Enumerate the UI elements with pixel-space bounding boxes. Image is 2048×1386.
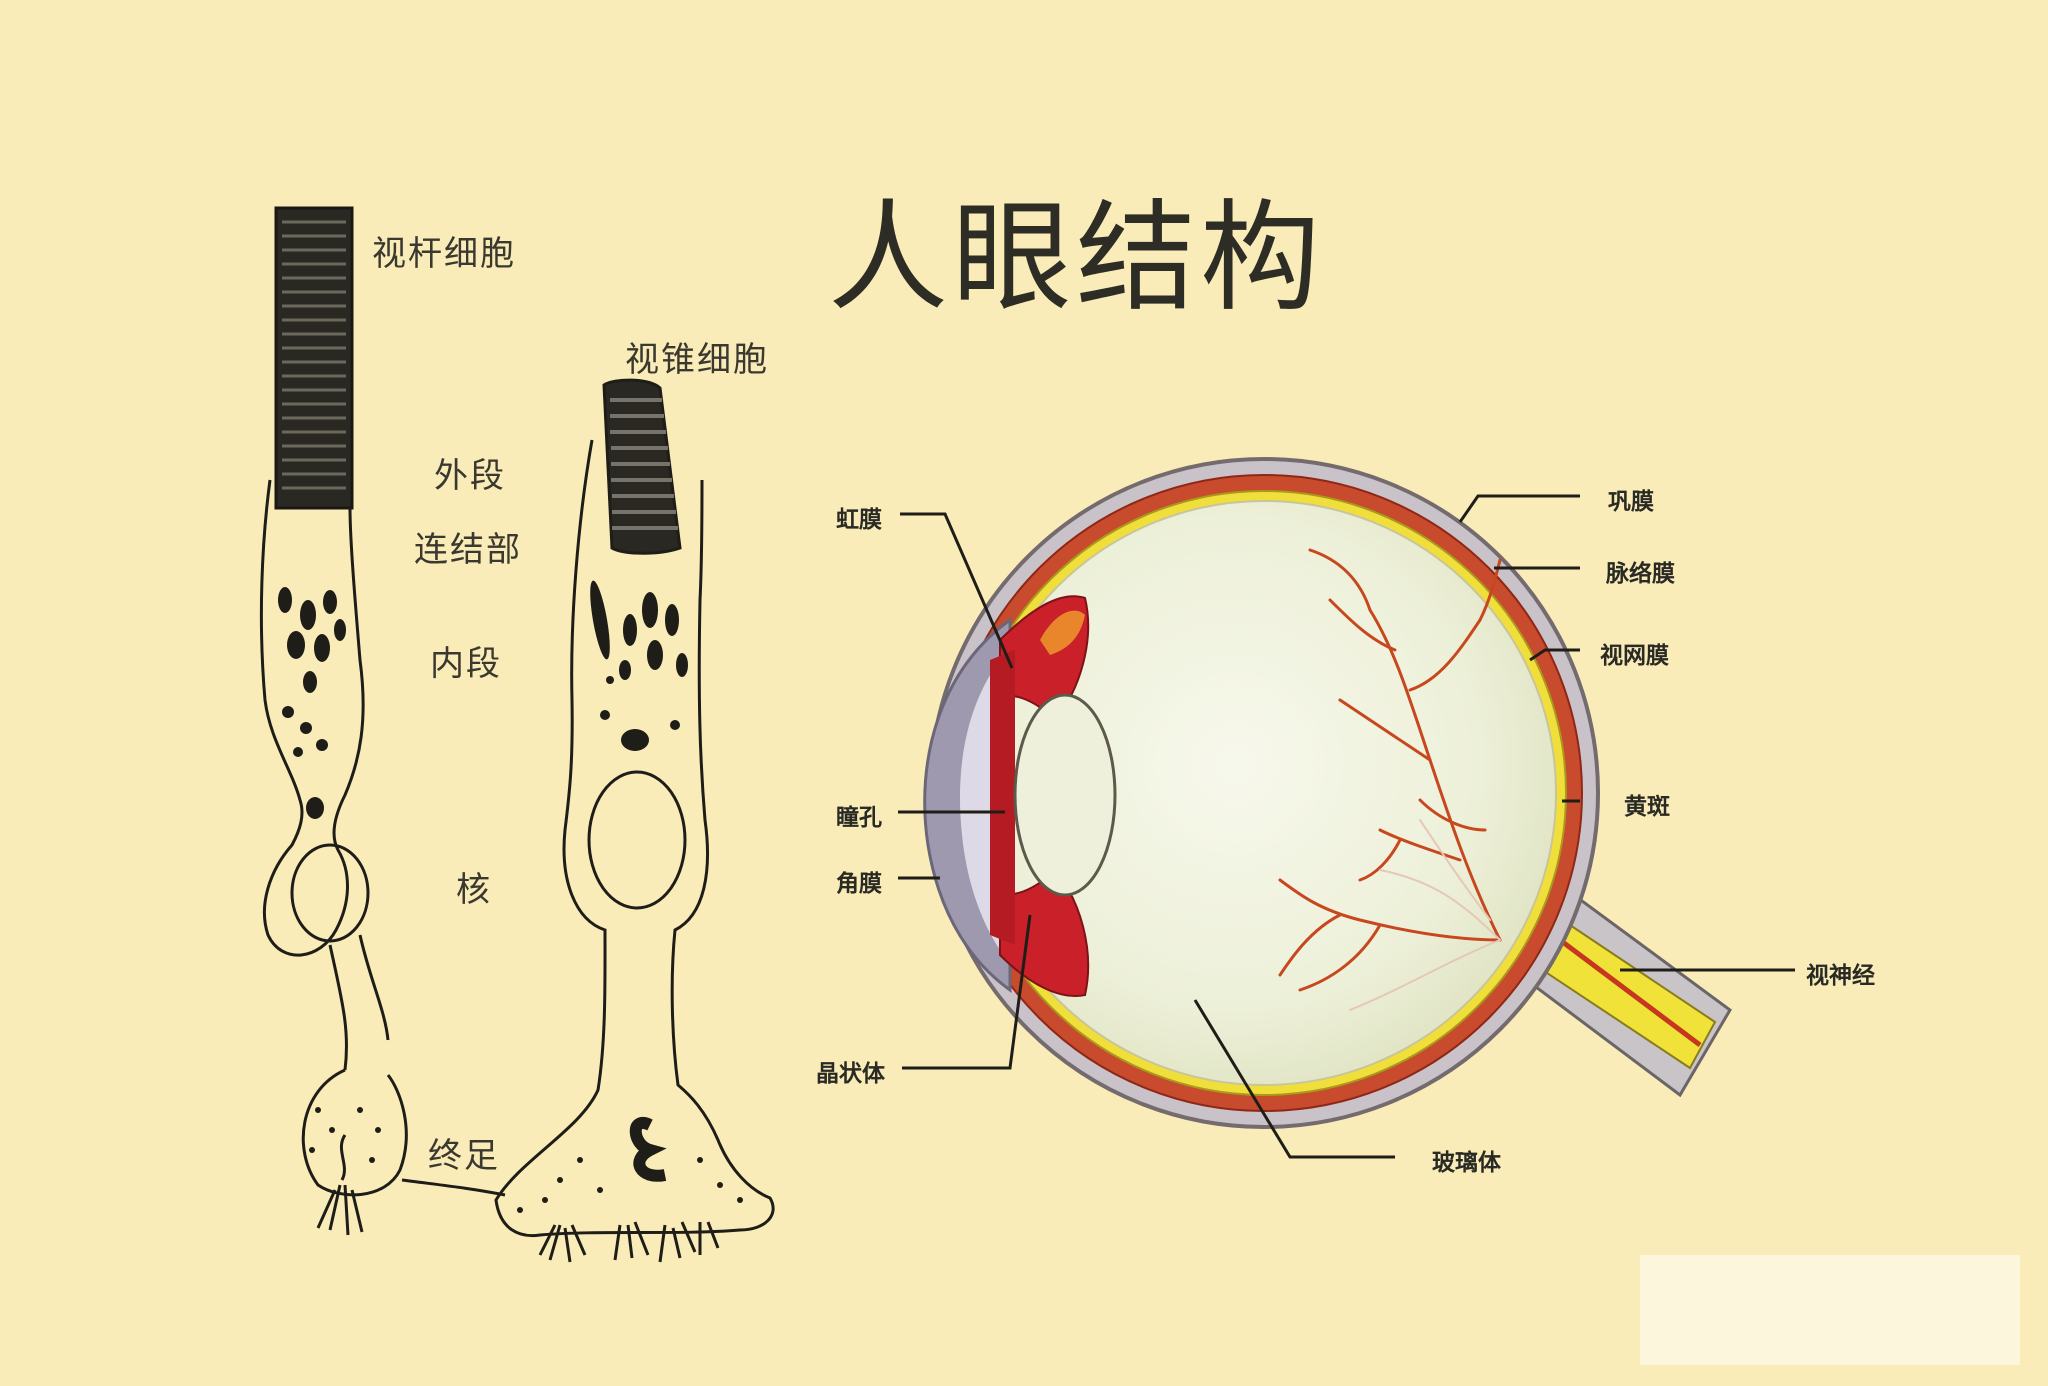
rod-nucleus [290, 843, 370, 943]
label-sclera: 巩膜 [1608, 488, 1654, 514]
rod-terminal [301, 1068, 408, 1197]
rod-body-outline [259, 479, 365, 957]
label-lens: 晶状体 [816, 1060, 885, 1086]
rod-outer-segment [274, 206, 354, 510]
watermark-patch [1640, 1255, 2020, 1365]
label-nucleus: 核 [456, 870, 492, 910]
rod-cell-drawing [259, 206, 408, 1236]
iris-lower [999, 868, 1090, 997]
connecting-fiber [401, 1178, 506, 1197]
cone-outer-segment [602, 378, 682, 555]
label-rod-cell: 视杆细胞 [372, 234, 516, 274]
label-terminal-foot: 终足 [428, 1136, 500, 1176]
label-retina: 视网膜 [1600, 642, 1669, 668]
label-cone-cell: 视锥细胞 [625, 340, 769, 380]
label-inner-segment: 内段 [430, 644, 502, 684]
page-title: 人眼结构 [828, 189, 1324, 328]
cone-cell-drawing [494, 378, 775, 1263]
cone-nucleus [587, 770, 687, 910]
label-connecting-cilium: 连结部 [414, 530, 522, 570]
label-macula: 黄斑 [1624, 793, 1670, 819]
lens [1013, 693, 1117, 897]
eye-leader-lines [898, 494, 1795, 1159]
label-iris: 虹膜 [836, 506, 882, 532]
cone-body-outline [494, 439, 775, 1238]
label-vitreous: 玻璃体 [1432, 1149, 1501, 1175]
retinal-vessels [1278, 548, 1502, 992]
label-optic-nerve: 视神经 [1806, 962, 1875, 988]
label-cornea: 角膜 [836, 870, 882, 896]
label-outer-segment: 外段 [434, 456, 506, 496]
eyeball-drawing [898, 457, 1795, 1159]
label-choroid: 脉络膜 [1606, 560, 1675, 586]
label-pupil: 瞳孔 [836, 804, 882, 830]
